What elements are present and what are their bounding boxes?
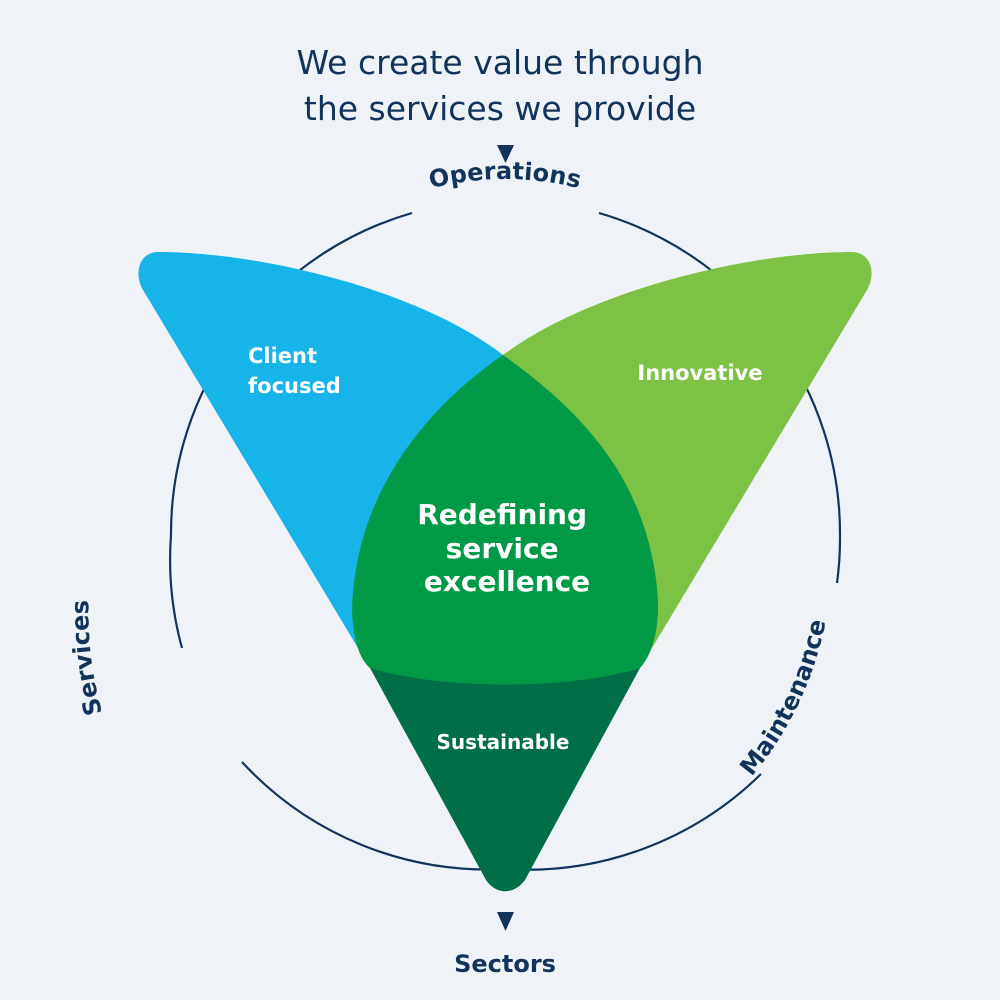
client-focused-line-1: Client (248, 344, 317, 368)
ring-arc-left (169, 211, 413, 649)
center-line-1: Redefining (417, 498, 587, 531)
client-focused-label: Client focused (248, 344, 341, 398)
sectors-label: Sectors (454, 950, 556, 978)
maintenance-label: Maintenance (734, 617, 831, 781)
title-line-2: the services we provide (303, 89, 697, 128)
innovative-label: Innovative (637, 361, 762, 385)
client-focused-line-2: focused (248, 374, 341, 398)
top-arrow-icon (497, 145, 514, 163)
center-label: Redefining service excellence (417, 498, 597, 598)
sustainable-petal (370, 668, 640, 892)
sustainable-label: Sustainable (437, 730, 570, 754)
center-line-2: service (446, 532, 559, 565)
bottom-arrow-icon (497, 912, 514, 931)
operations-label: Operations (426, 157, 584, 194)
center-line-3: excellence (424, 565, 590, 598)
title-line-1: We create value through (296, 43, 704, 82)
center-shape (352, 355, 659, 685)
diagram-title: We create value through the services we … (0, 40, 1000, 132)
services-label: Services (66, 600, 108, 719)
